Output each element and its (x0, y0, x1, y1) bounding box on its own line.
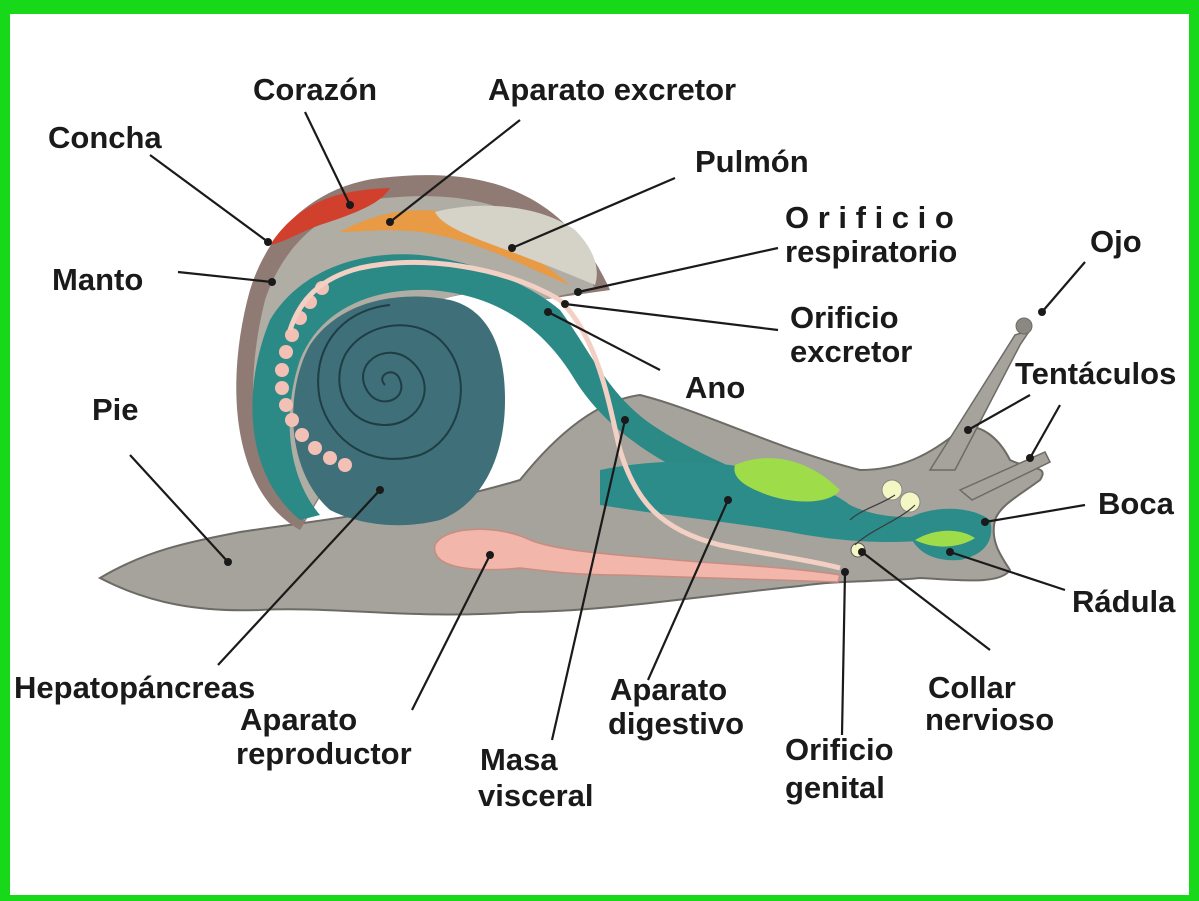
label-manto: Manto (52, 262, 143, 297)
tentacle-tip (1016, 318, 1032, 334)
hepatopancreas-organ (293, 296, 505, 525)
label-corazon: Corazón (253, 72, 377, 107)
label-aparato-reproductor-1: Aparato (240, 702, 357, 737)
label-hepatopancreas: Hepatopáncreas (14, 670, 255, 705)
label-aparato-reproductor-2: reproductor (236, 736, 412, 771)
label-pie: Pie (92, 392, 139, 427)
label-pulmon: Pulmón (695, 144, 809, 179)
label-aparato-digestivo-1: Aparato (610, 672, 727, 707)
label-collar-nervioso-1: Collar (928, 670, 1016, 705)
label-aparato-excretor: Aparato excretor (488, 72, 736, 107)
label-masa-visceral-1: Masa (480, 742, 558, 777)
label-orificio-excretor-1: Orificio (790, 300, 899, 335)
label-orificio-respiratorio-1: O r i f i c i o (785, 200, 954, 235)
label-collar-nervioso-2: nervioso (925, 702, 1054, 737)
label-ano: Ano (685, 370, 745, 405)
label-radula: Rádula (1072, 584, 1176, 619)
label-boca: Boca (1098, 486, 1175, 521)
label-aparato-digestivo-2: digestivo (608, 706, 744, 741)
label-orificio-genital-1: Orificio (785, 732, 894, 767)
label-concha: Concha (48, 120, 162, 155)
label-masa-visceral-2: visceral (478, 778, 594, 813)
label-orificio-genital-2: genital (785, 770, 885, 805)
label-ojo: Ojo (1090, 224, 1142, 259)
label-orificio-respiratorio-2: respiratorio (785, 234, 957, 269)
label-tentaculos: Tentáculos (1015, 356, 1176, 391)
label-orificio-excretor-2: excretor (790, 334, 912, 369)
